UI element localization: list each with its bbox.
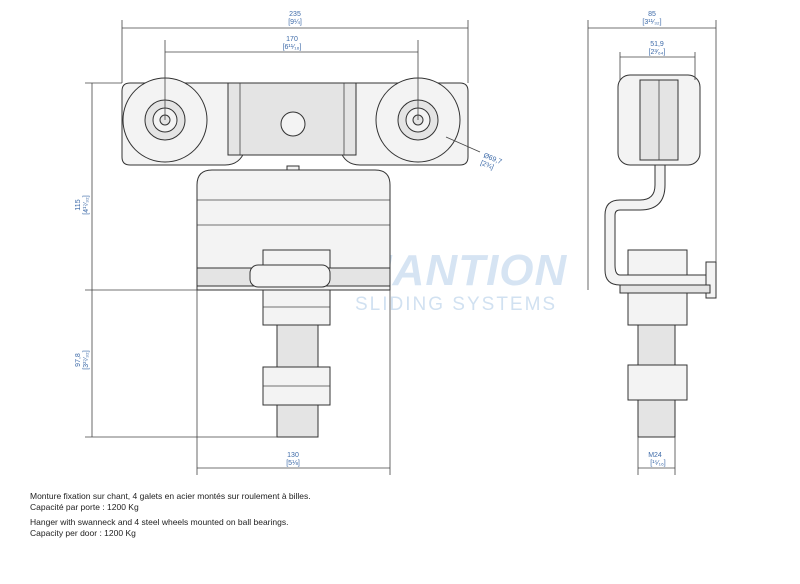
dim-height-lower-imperial: [3²⁷⁄₃₂] xyxy=(83,350,90,369)
dim-thread-imperial: [¹⁵⁄₁₆] xyxy=(650,460,666,467)
dim-base-width: 130 xyxy=(287,452,299,459)
dim-base-width-imperial: [5⅛] xyxy=(286,460,300,467)
watermark-tagline: SLIDING SYSTEMS xyxy=(355,294,557,315)
dim-overall-width: 235 xyxy=(289,11,301,18)
dim-wheel-pair-width: 51,9 xyxy=(650,41,664,48)
description-en: Hanger with swanneck and 4 steel wheels … xyxy=(30,517,288,539)
dim-height-upper-imperial: [4¹⁷⁄₃₂] xyxy=(83,195,90,214)
description-fr-line1: Monture fixation sur chant, 4 galets en … xyxy=(30,491,311,501)
dim-wheel-spacing: 170 xyxy=(286,36,298,43)
side-view xyxy=(604,74,717,438)
dim-height-lower: 97,8 xyxy=(75,353,82,367)
description-en-line2: Capacity per door : 1200 Kg xyxy=(30,528,136,538)
dimension-labels: 235 [9¼] 170 [6¹¹⁄₁₆] 115 [4¹⁷⁄₃₂] 97,8 … xyxy=(75,11,666,467)
dim-wheel-diameter-imperial: [2¾] xyxy=(479,160,494,172)
dim-height-upper: 115 xyxy=(75,199,82,210)
dim-thread: M24 xyxy=(648,452,662,459)
dim-overall-width-imperial: [9¼] xyxy=(288,19,302,26)
bolt-front xyxy=(249,249,331,438)
dim-side-width-imperial: [3¹¹⁄₃₂] xyxy=(642,19,661,26)
dim-side-width: 85 xyxy=(648,11,656,18)
description-fr: Monture fixation sur chant, 4 galets en … xyxy=(30,491,311,513)
center-hole xyxy=(280,111,306,137)
dim-wheel-spacing-imperial: [6¹¹⁄₁₆] xyxy=(283,44,302,51)
description-en-line1: Hanger with swanneck and 4 steel wheels … xyxy=(30,517,289,527)
dim-wheel-pair-width-imperial: [2³⁄₆₄] xyxy=(649,49,666,56)
description-fr-line2: Capacité par porte : 1200 Kg xyxy=(30,502,139,512)
